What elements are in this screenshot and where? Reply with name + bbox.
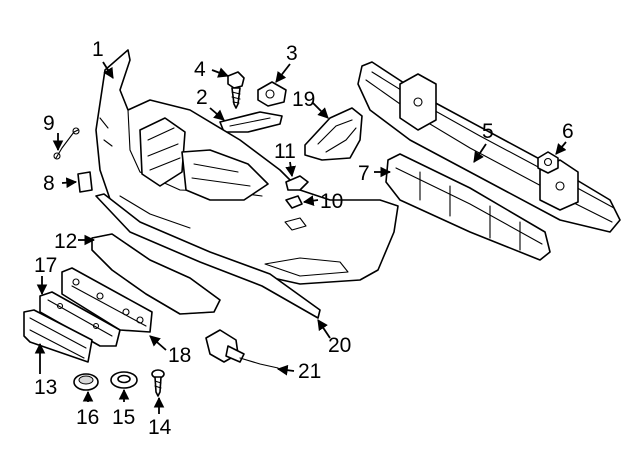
callout-2: 2 xyxy=(196,86,208,109)
part-13-plate[interactable] xyxy=(23,309,93,363)
callout-18: 18 xyxy=(168,344,191,367)
part-16-grommet[interactable] xyxy=(73,373,99,391)
callout-17: 17 xyxy=(34,254,57,277)
part-18-plate-bracket[interactable] xyxy=(61,267,153,333)
callout-16: 16 xyxy=(76,406,99,429)
part-5-reinforcement-bar[interactable] xyxy=(357,61,621,233)
callout-6: 6 xyxy=(562,120,574,143)
callout-9: 9 xyxy=(43,112,55,135)
callout-5: 5 xyxy=(482,120,494,143)
callout-11: 11 xyxy=(274,140,296,163)
part-12-mesh-grille[interactable] xyxy=(91,233,221,315)
part-1-bumper-cover[interactable] xyxy=(95,49,399,285)
callout-7: 7 xyxy=(358,162,370,185)
callout-15: 15 xyxy=(112,406,135,429)
part-3-clip[interactable] xyxy=(257,81,287,107)
part-21-sensor[interactable] xyxy=(205,329,279,369)
callout-21: 21 xyxy=(298,360,321,383)
part-7-energy-absorber[interactable] xyxy=(385,153,551,261)
part-4-screw[interactable] xyxy=(227,71,245,109)
callout-12: 12 xyxy=(54,230,77,253)
part-9-hose[interactable] xyxy=(53,127,80,160)
part-11-cover[interactable] xyxy=(285,175,309,191)
leader-lines xyxy=(34,61,567,414)
part-10-cover[interactable] xyxy=(285,195,303,209)
part-2-bracket[interactable] xyxy=(219,111,283,133)
part-17-plate-base[interactable] xyxy=(39,291,121,347)
callout-8: 8 xyxy=(43,172,55,195)
part-14-screw[interactable] xyxy=(151,369,165,397)
part-19-air-duct[interactable] xyxy=(304,107,363,161)
callout-13: 13 xyxy=(34,376,57,399)
part-15-washer[interactable] xyxy=(110,371,138,389)
callout-20: 20 xyxy=(328,334,351,357)
callout-19: 19 xyxy=(292,88,315,111)
callout-10: 10 xyxy=(320,190,343,213)
callout-3: 3 xyxy=(286,42,298,65)
part-20-trim-strip[interactable] xyxy=(95,193,321,319)
callout-labels: 1 2 3 4 5 6 7 8 9 10 11 12 13 14 15 16 1… xyxy=(34,38,574,439)
callout-4: 4 xyxy=(194,58,206,81)
part-8-bracket[interactable] xyxy=(77,171,93,193)
part-6-nut[interactable] xyxy=(537,151,559,174)
callout-14: 14 xyxy=(148,416,172,439)
callout-1: 1 xyxy=(92,38,104,61)
